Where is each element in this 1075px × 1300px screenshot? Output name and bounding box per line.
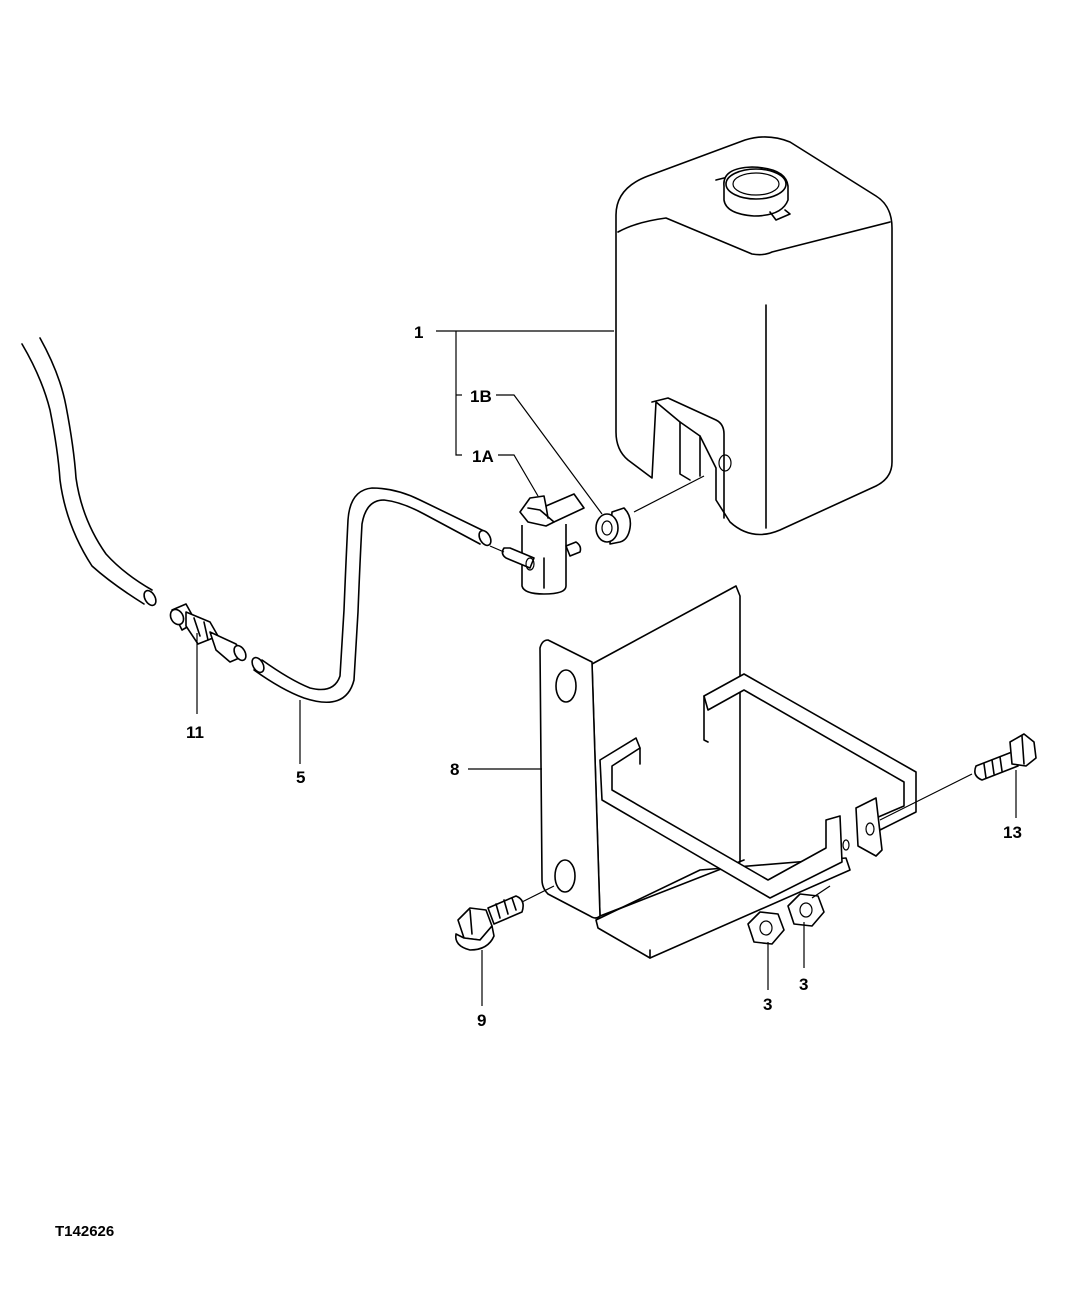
feed-hose — [21, 337, 157, 607]
washer-pump — [501, 493, 585, 595]
tank-cap — [715, 166, 791, 221]
mounting-bracket — [539, 585, 917, 959]
hose-connector — [169, 603, 247, 663]
callout-13: 13 — [1003, 823, 1022, 842]
callout-1a: 1A — [472, 447, 494, 466]
figure-reference: T142626 — [55, 1223, 114, 1240]
callout-3-right: 3 — [799, 975, 808, 994]
callout-8: 8 — [450, 760, 459, 779]
nut-3-left — [747, 911, 785, 945]
washer-hose — [251, 487, 492, 704]
washer-tank — [615, 136, 893, 536]
callout-3-left: 3 — [763, 995, 772, 1014]
leader-lines — [196, 330, 1017, 1006]
bolt-9 — [454, 895, 524, 951]
callout-9: 9 — [477, 1011, 486, 1030]
bolt-13 — [974, 733, 1037, 781]
callout-1b: 1B — [470, 387, 492, 406]
callout-1: 1 — [414, 323, 423, 342]
grommet — [595, 507, 632, 545]
nut-3-right — [787, 893, 825, 927]
callout-11: 11 — [186, 723, 204, 742]
callout-5: 5 — [296, 768, 305, 787]
